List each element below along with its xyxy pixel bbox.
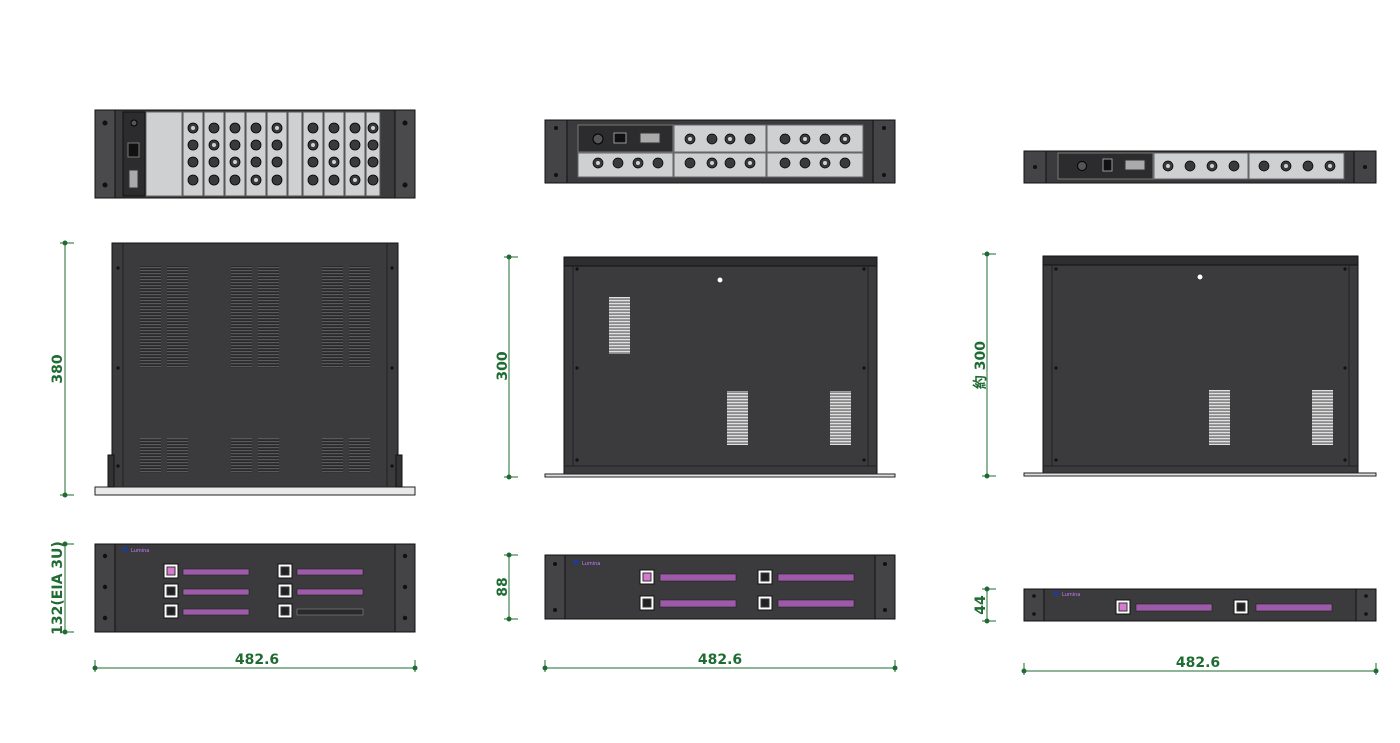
unit-c-width-label: 482.6 (1176, 655, 1220, 671)
unit-c-rear-view (1023, 150, 1377, 184)
unit-b-front-view: Lumina (544, 554, 896, 620)
unit-b-brand-logo: Lumina (582, 561, 600, 567)
unit-a-brand-logo: Lumina (131, 548, 149, 554)
unit-a-height-label: 132(EIA 3U) (50, 541, 66, 635)
unit-b-rear-view (544, 119, 896, 184)
unit-c-depth-label: 約 300 (972, 341, 989, 389)
unit-b-height-label: 88 (495, 577, 511, 596)
unit-c-front-view: Lumina (1023, 588, 1377, 622)
unit-c-channel-buttons (1115, 599, 1249, 615)
unit-b-channel-buttons (639, 569, 773, 611)
unit-a-top-view (94, 242, 416, 496)
unit-a-width-label: 482.6 (235, 652, 279, 668)
unit-a-io-modules (182, 111, 381, 197)
unit-b-depth-label: 300 (495, 351, 511, 380)
unit-c-height-label: 44 (973, 595, 989, 615)
unit-a-channel-buttons (163, 563, 293, 619)
unit-b-top-view (544, 256, 896, 478)
unit-a-depth-label: 380 (50, 354, 66, 383)
unit-c-brand-logo: Lumina (1062, 592, 1080, 598)
unit-a-rear-view (94, 109, 416, 199)
unit-b-width-label: 482.6 (698, 652, 742, 668)
unit-a-front-view: Lumina (94, 543, 416, 633)
unit-c-top-view (1023, 255, 1377, 477)
dimension-lines (60, 240, 1379, 675)
